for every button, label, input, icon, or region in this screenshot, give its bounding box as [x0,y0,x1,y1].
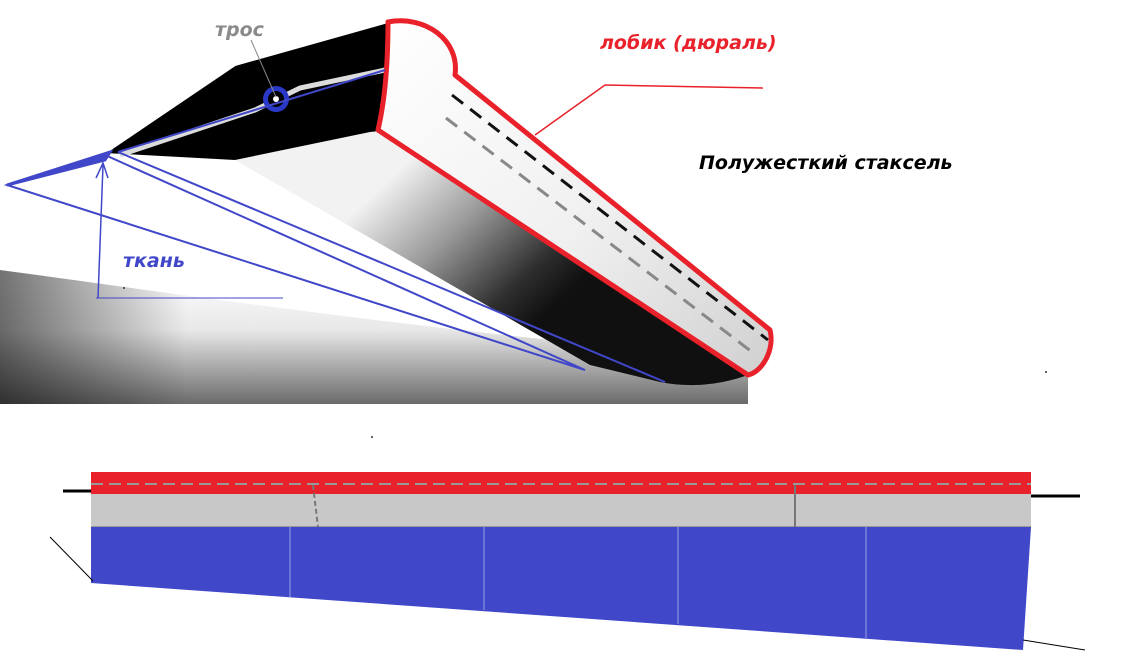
diagram-title: Полужесткий стаксель [699,152,953,174]
flat-profile [91,494,1031,527]
flat-cloth [91,527,1031,650]
profile-outline [104,21,389,154]
leading-edge-tube [375,18,774,378]
flat-pointer-right [1022,639,1086,651]
flat-joint-1 [312,484,319,528]
stray-dot [1045,371,1047,373]
flat-pointer-left [49,536,94,582]
profile-face [235,130,748,386]
cable-center [273,96,279,102]
cloth-label: ткань [123,250,185,272]
cloth-line-2 [117,151,666,383]
ground-shadow-dark [0,270,748,404]
cable-pointer [250,39,277,98]
stray-dot [371,436,373,438]
tube-dashed-dark [451,93,769,342]
cloth-line-3 [117,69,386,153]
cable-label: трос [215,19,264,41]
cloth-pointer-vertical [97,164,104,299]
leading-edge-label: лобик (дюраль) [600,32,777,54]
leading-edge-pointer-line [604,84,764,89]
tube-dashed-grey [445,116,757,357]
cloth-pointer-arrow [95,160,109,179]
cloth-edge [6,149,114,187]
profile-section [105,22,390,160]
leading-edge-pointer [534,84,606,136]
stray-dot [123,287,125,289]
